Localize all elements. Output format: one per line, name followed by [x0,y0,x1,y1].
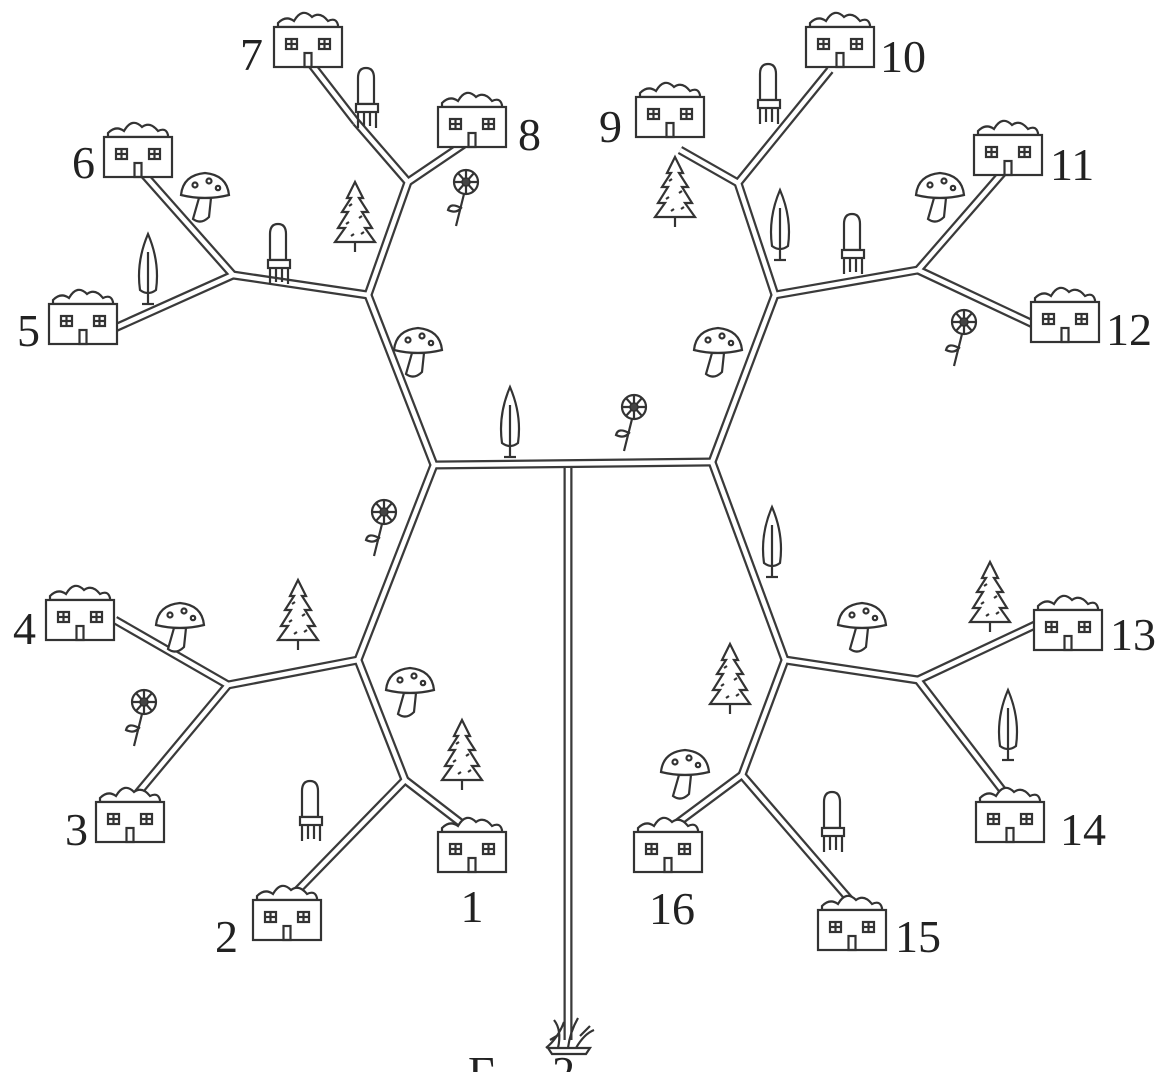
road-segment-fill [358,465,434,660]
house-3-label: 3 [65,804,88,855]
house-15-label: 15 [895,911,941,962]
house-6-icon [104,123,172,177]
mushroom-icon [661,750,709,799]
poplar-icon [139,234,157,304]
house-10-icon [806,13,874,67]
road-segment-fill [680,150,738,183]
mushroom-icon [838,603,886,652]
mushroom-icon [694,328,742,377]
house-15-icon [818,896,886,950]
spruce-icon [655,157,695,227]
spruce-icon [278,580,318,650]
figure-caption: Γ ... 2 [468,1047,575,1072]
house-9-icon [636,83,704,137]
flower-icon [448,170,478,226]
house-7-label: 7 [240,29,263,80]
spruce-icon [442,720,482,790]
house-16-label: 16 [649,883,695,934]
house-3-icon [96,788,164,842]
road-segment-fill [356,122,408,182]
poplar-icon [501,387,519,457]
road-segment-fill [918,625,1035,680]
road-segment-fill [738,70,830,183]
house-8-icon [438,93,506,147]
road-segment-fill [368,182,408,295]
house-1-icon [438,818,506,872]
house-6-label: 6 [72,137,95,188]
chair-icon [300,781,322,841]
road-segment-fill [368,295,434,465]
mushroom-icon [181,173,229,222]
house-4-icon [46,586,114,640]
house-14-icon [976,788,1044,842]
flower-icon [616,395,646,451]
chair-icon [822,792,844,852]
house-11-icon [974,121,1042,175]
road-segment-fill [918,270,1035,325]
house-14-label: 14 [1060,804,1106,855]
house-13-icon [1034,596,1102,650]
road-segment-fill [738,183,775,295]
flower-icon [126,690,156,746]
house-12-label: 12 [1106,304,1152,355]
road-segment-fill [115,275,233,328]
road-segment-fill [775,270,918,295]
mushroom-icon [386,668,434,717]
poplar-icon [999,690,1017,760]
house-13-label: 13 [1110,609,1156,660]
house-4-label: 4 [13,603,36,654]
flower-icon [366,500,396,556]
chair-icon [268,224,290,284]
house-2-icon [253,886,321,940]
road-segment-fill [434,462,712,465]
house-10-label: 10 [880,31,926,82]
spruce-icon [710,644,750,714]
flower-icon [946,310,976,366]
road-segment-fill [233,275,368,295]
house-8-label: 8 [518,109,541,160]
poplar-icon [763,507,781,577]
road-segment-fill [712,295,775,462]
road-segment-fill [785,660,918,680]
house-9-label: 9 [599,101,622,152]
mushroom-icon [916,173,964,222]
road-network [115,60,1035,1040]
house-16-icon [634,818,702,872]
house-11-label: 11 [1050,139,1094,190]
road-segment-fill [742,660,785,775]
road-segment-fill [308,60,356,122]
house-12-icon [1031,288,1099,342]
house-2-label: 2 [215,911,238,962]
chair-icon [758,64,780,124]
road-segment-fill [228,660,358,685]
spruce-icon [335,182,375,252]
house-7-icon [274,13,342,67]
road-segment-fill [918,680,1010,800]
house-1-label: 1 [461,881,484,932]
spruce-icon [970,562,1010,632]
road-segment-fill [115,620,228,685]
house-5-label: 5 [17,305,40,356]
poplar-icon [771,190,789,260]
chair-icon [842,214,864,274]
house-5-icon [49,290,117,344]
